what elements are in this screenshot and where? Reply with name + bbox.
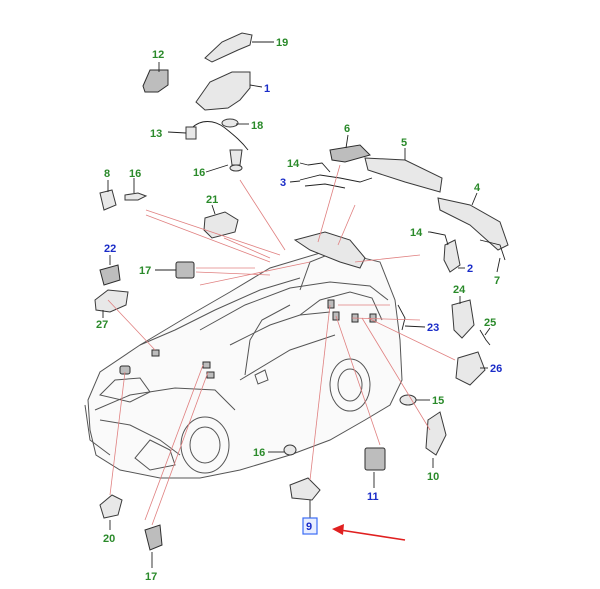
shark-fin-antenna — [195, 71, 251, 111]
callout-12: 12 — [152, 49, 164, 61]
car-part-pillar-a — [327, 299, 335, 309]
callout-11: 11 — [367, 491, 379, 503]
bracket-left — [99, 189, 117, 211]
module-24 — [451, 299, 475, 339]
sensor-17-upper — [175, 261, 195, 279]
fastener-top — [229, 149, 243, 166]
roof-console — [293, 231, 366, 269]
cable-7 — [479, 239, 506, 261]
harness-3 — [299, 174, 373, 183]
cable-25 — [479, 329, 491, 346]
vehicle-outline — [84, 247, 403, 479]
callout-4: 4 — [474, 182, 481, 194]
callout-27: 27 — [96, 319, 108, 331]
cable-connector — [185, 126, 197, 140]
leader-lines — [107, 164, 456, 526]
grommet — [221, 118, 239, 128]
callout-13: 13 — [150, 128, 162, 140]
callout-21: 21 — [206, 194, 218, 206]
module-9 — [289, 477, 321, 501]
antenna-module — [142, 69, 169, 93]
roof-rail-4 — [437, 197, 509, 251]
highlight-box-9 — [302, 517, 318, 535]
callout-6: 6 — [344, 123, 350, 135]
callout-labels: 19 1 12 18 13 16 8 16 21 17 22 27 6 5 14… — [96, 37, 502, 583]
callout-19: 19 — [276, 37, 288, 49]
car-part-rear-b — [369, 313, 377, 323]
harness-14-upper — [307, 162, 331, 173]
callout-1: 1 — [264, 83, 270, 95]
fastener-top-base — [229, 164, 243, 172]
callout-20: 20 — [103, 533, 115, 545]
module-11 — [364, 447, 386, 471]
car-part-hood-b — [202, 361, 211, 369]
callout-23: 23 — [427, 322, 439, 334]
car-part-hood-a — [151, 349, 160, 357]
callout-16-top: 16 — [193, 167, 205, 179]
callout-14-lower: 14 — [410, 227, 423, 239]
callout-25: 25 — [484, 317, 496, 329]
callout-18: 18 — [251, 120, 263, 132]
bracket-2 — [443, 239, 461, 273]
bolt-left — [124, 192, 148, 201]
bracket-6 — [329, 144, 371, 163]
sensor-17-lower — [144, 524, 163, 551]
callout-5: 5 — [401, 137, 407, 149]
callout-9: 9 — [306, 521, 312, 533]
control-module-21 — [203, 211, 239, 239]
callout-15: 15 — [432, 395, 444, 407]
callout-8: 8 — [104, 168, 110, 180]
sensor-22 — [99, 264, 121, 286]
callout-7: 7 — [494, 275, 500, 287]
red-arrow — [332, 524, 406, 541]
shark-fin-antenna-cover — [204, 32, 253, 63]
callout-2: 2 — [467, 263, 473, 275]
harness-14-lower — [429, 231, 449, 246]
harness-3b — [304, 183, 346, 189]
callout-leaders — [102, 41, 501, 568]
roof-panel-5 — [364, 157, 443, 193]
antenna-cable — [189, 121, 249, 151]
callout-26: 26 — [490, 363, 502, 375]
callout-3: 3 — [280, 177, 286, 189]
callout-24: 24 — [453, 284, 466, 296]
callout-16-lower: 16 — [253, 447, 265, 459]
harness-23 — [397, 304, 406, 331]
callout-10: 10 — [427, 471, 439, 483]
module-10 — [425, 411, 447, 456]
callout-16-left: 16 — [129, 168, 141, 180]
module-27 — [94, 289, 129, 313]
grommet-16-lower — [283, 444, 297, 456]
sensor-20 — [99, 494, 123, 519]
module-26 — [455, 351, 486, 386]
callout-22: 22 — [104, 243, 116, 255]
callout-17-upper: 17 — [139, 265, 151, 277]
callout-17-lower: 17 — [145, 571, 157, 583]
callout-14-upper: 14 — [287, 158, 300, 170]
